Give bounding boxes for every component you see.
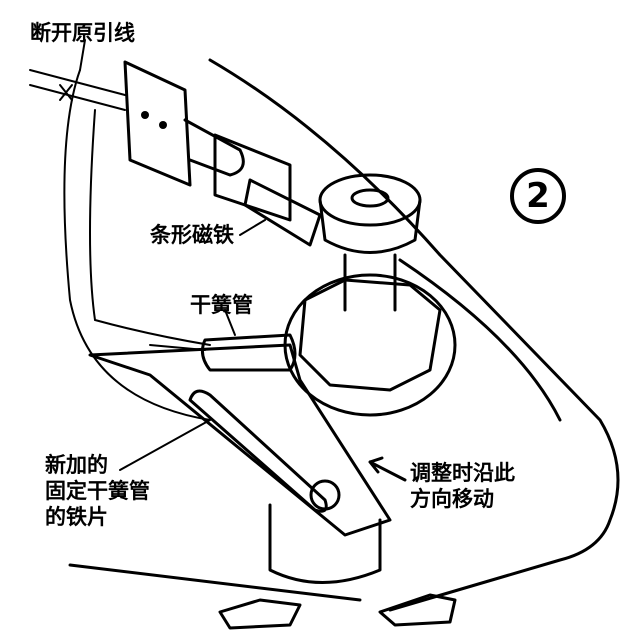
label-new-plate: 新加的 固定干簧管 的铁片 [45, 453, 150, 529]
lead-wire [29, 84, 126, 111]
foot [378, 593, 457, 627]
cut-mark [59, 84, 73, 101]
knob-body [318, 198, 422, 254]
foot [218, 598, 302, 630]
housing-bottom [68, 563, 362, 602]
adjust-slot [188, 389, 328, 513]
figure-number: 2 [510, 168, 566, 224]
label-bar-magnet: 条形磁铁 [150, 223, 234, 247]
direction-arrow [368, 456, 407, 482]
label-cut-lead: 断开原引线 [30, 21, 135, 45]
housing-outline [208, 58, 620, 612]
label-adjust-direction: 调整时沿此 方向移动 [410, 461, 515, 511]
mounting-plate [88, 343, 392, 537]
bracket-plate-2 [213, 133, 292, 222]
lead-wire [89, 109, 211, 346]
lead-wire [29, 69, 126, 96]
bracket-arm [183, 118, 245, 177]
lead-wire [63, 69, 211, 421]
reed-switch [200, 333, 297, 372]
bar-magnet [243, 178, 322, 247]
screw [309, 479, 341, 511]
label-reed-switch: 干簧管 [190, 293, 253, 317]
bracket-plate [123, 60, 192, 187]
cylinder [268, 503, 382, 584]
hex-nut [298, 278, 442, 392]
housing-inner-edge [398, 258, 562, 422]
